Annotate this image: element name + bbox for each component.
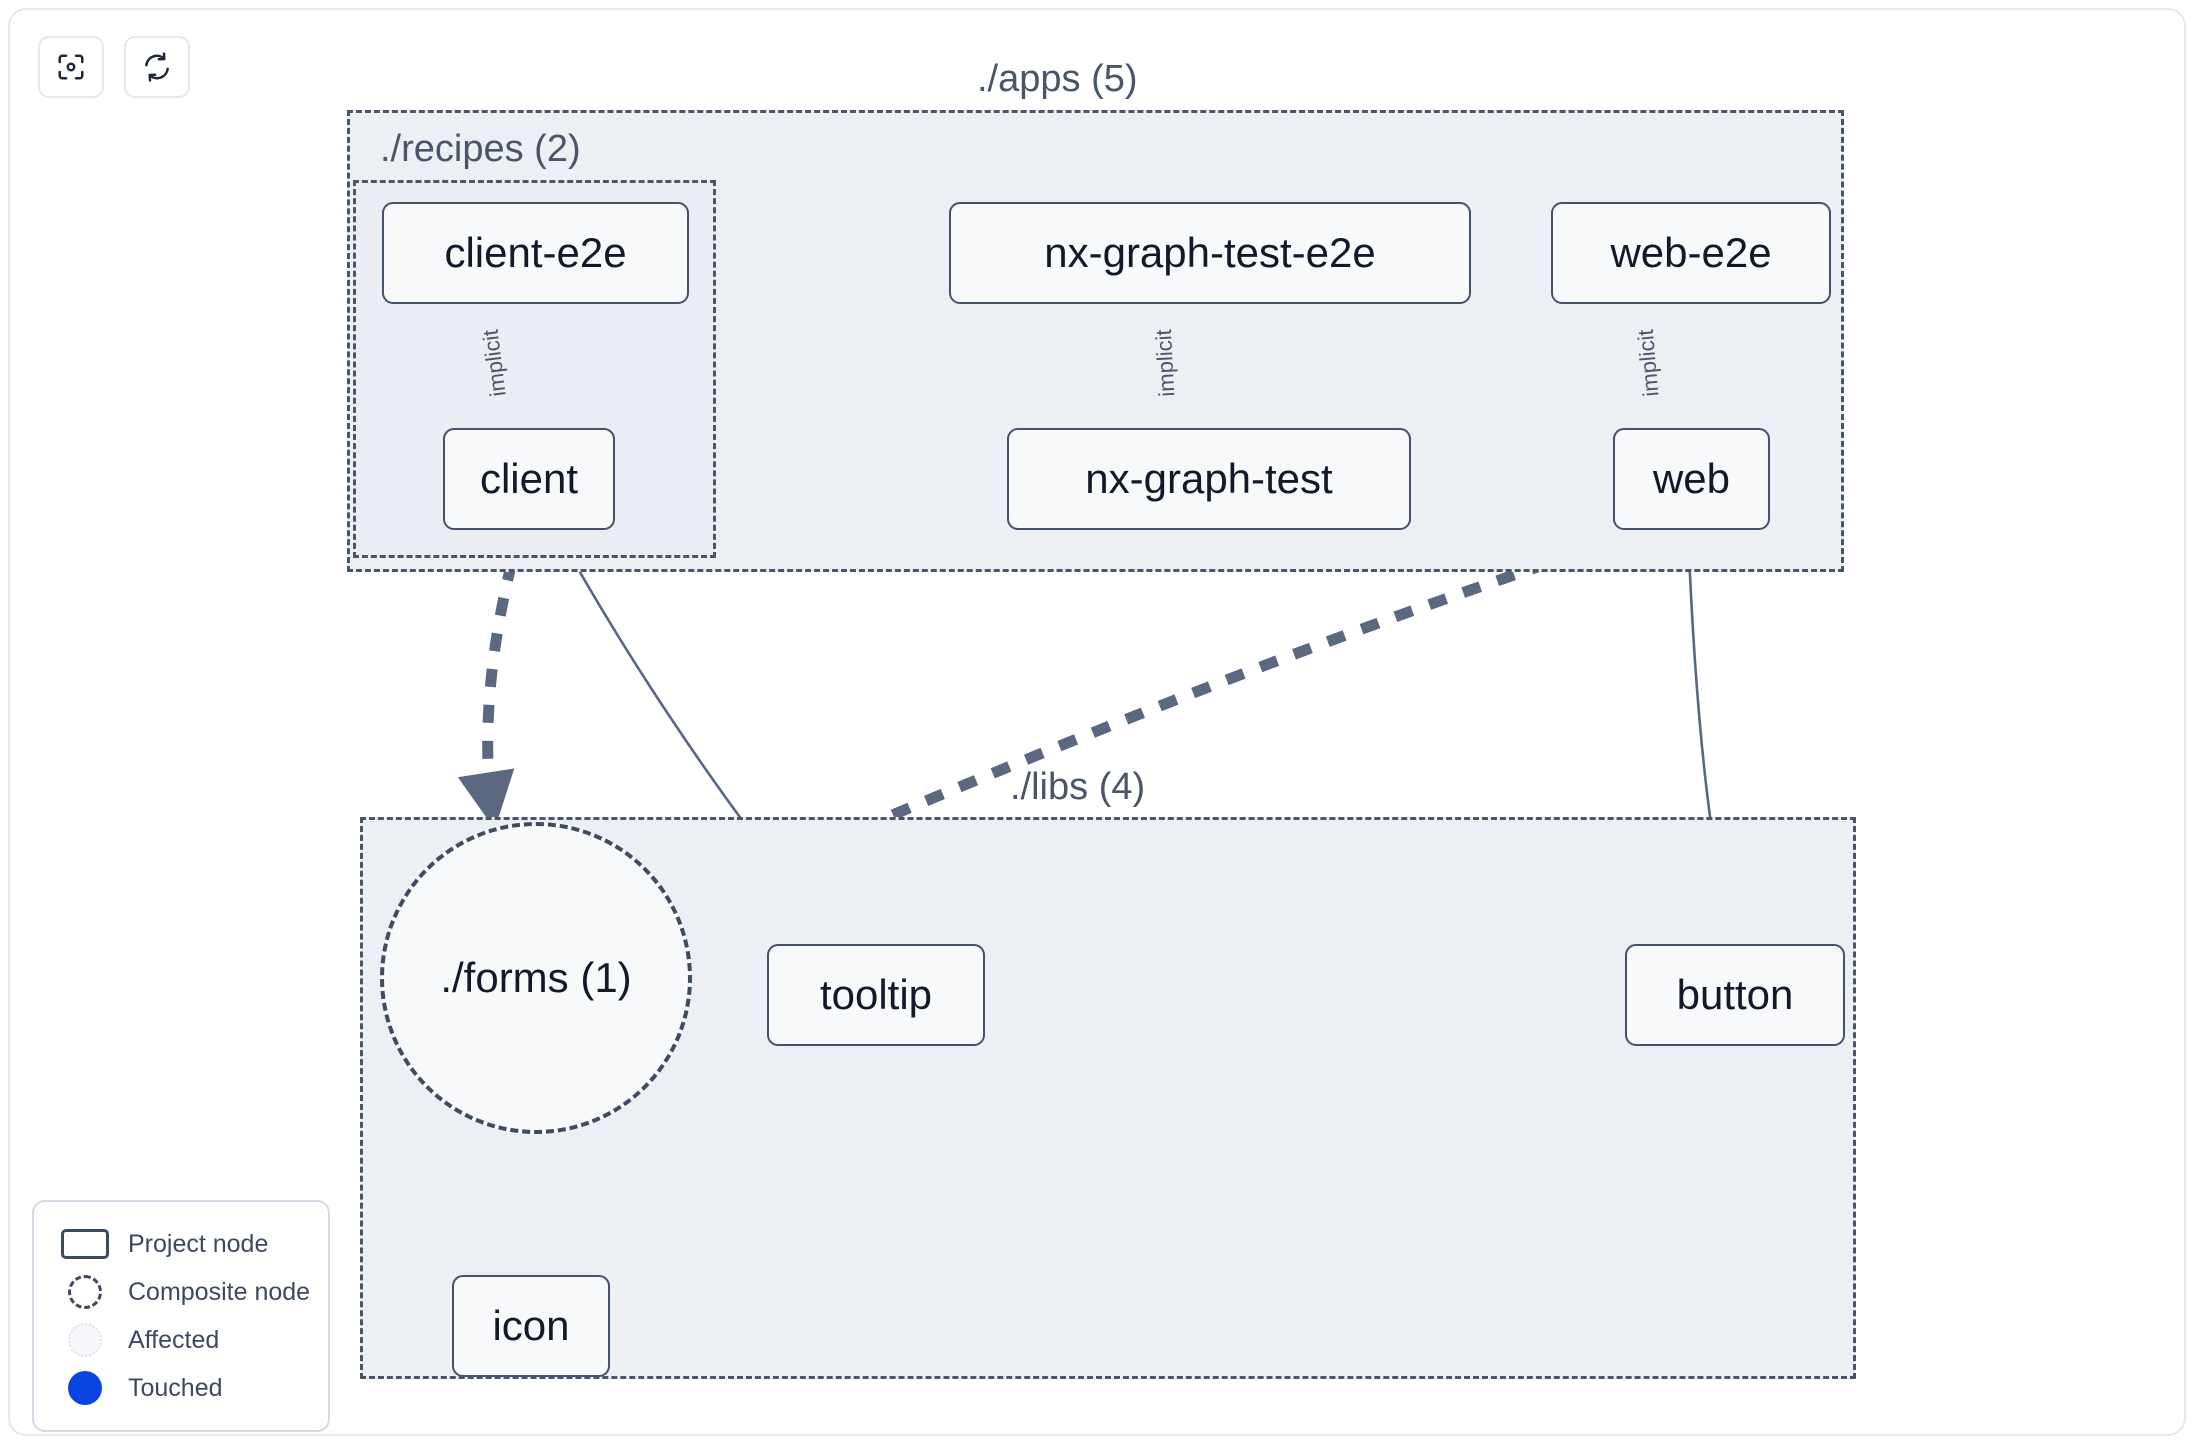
legend-item-affected: Affected	[54, 1316, 308, 1364]
node-web[interactable]: web	[1613, 428, 1770, 530]
legend-label: Touched	[128, 1373, 223, 1402]
touched-swatch	[54, 1371, 116, 1405]
node-client-e2e[interactable]: client-e2e	[382, 202, 689, 304]
legend-label: Composite node	[128, 1277, 311, 1306]
node-forms-composite[interactable]: ./forms (1)	[380, 822, 692, 1134]
graph-toolbar	[38, 36, 190, 98]
node-label: web-e2e	[1610, 229, 1772, 276]
affected-swatch	[54, 1323, 116, 1357]
node-nx-graph-test-e2e[interactable]: nx-graph-test-e2e	[949, 202, 1471, 304]
edge-label-nxgraphtest-implicit: implicit	[1150, 328, 1180, 398]
graph-legend: Project node Composite node Affected Tou…	[32, 1200, 330, 1432]
composite-node-swatch	[54, 1275, 116, 1309]
refresh-icon	[142, 52, 172, 82]
node-button[interactable]: button	[1625, 944, 1845, 1046]
node-client[interactable]: client	[443, 428, 615, 530]
legend-label: Affected	[128, 1325, 220, 1354]
node-label: nx-graph-test-e2e	[1044, 229, 1376, 276]
node-label: icon	[492, 1302, 570, 1349]
legend-item-touched: Touched	[54, 1364, 308, 1412]
node-label: client	[479, 455, 579, 502]
node-nx-graph-test[interactable]: nx-graph-test	[1007, 428, 1411, 530]
group-label-apps: ./apps (5)	[977, 58, 1138, 100]
node-icon[interactable]: icon	[452, 1275, 610, 1377]
project-node-swatch	[54, 1229, 116, 1259]
focus-target-icon	[56, 52, 86, 82]
node-label: button	[1676, 971, 1794, 1018]
group-label-libs: ./libs (4)	[1010, 766, 1146, 808]
focus-graph-button[interactable]	[38, 36, 104, 98]
node-label: tooltip	[819, 971, 933, 1018]
legend-item-composite-node: Composite node	[54, 1268, 311, 1316]
node-tooltip[interactable]: tooltip	[767, 944, 985, 1046]
refresh-graph-button[interactable]	[124, 36, 190, 98]
legend-label: Project node	[128, 1229, 269, 1258]
node-label: web	[1652, 455, 1731, 502]
group-label-recipes: ./recipes (2)	[380, 128, 581, 170]
node-web-e2e[interactable]: web-e2e	[1551, 202, 1831, 304]
node-label: nx-graph-test	[1085, 455, 1333, 502]
legend-item-project-node: Project node	[54, 1220, 308, 1268]
node-label: client-e2e	[444, 229, 627, 276]
node-label: ./forms (1)	[440, 954, 632, 1001]
